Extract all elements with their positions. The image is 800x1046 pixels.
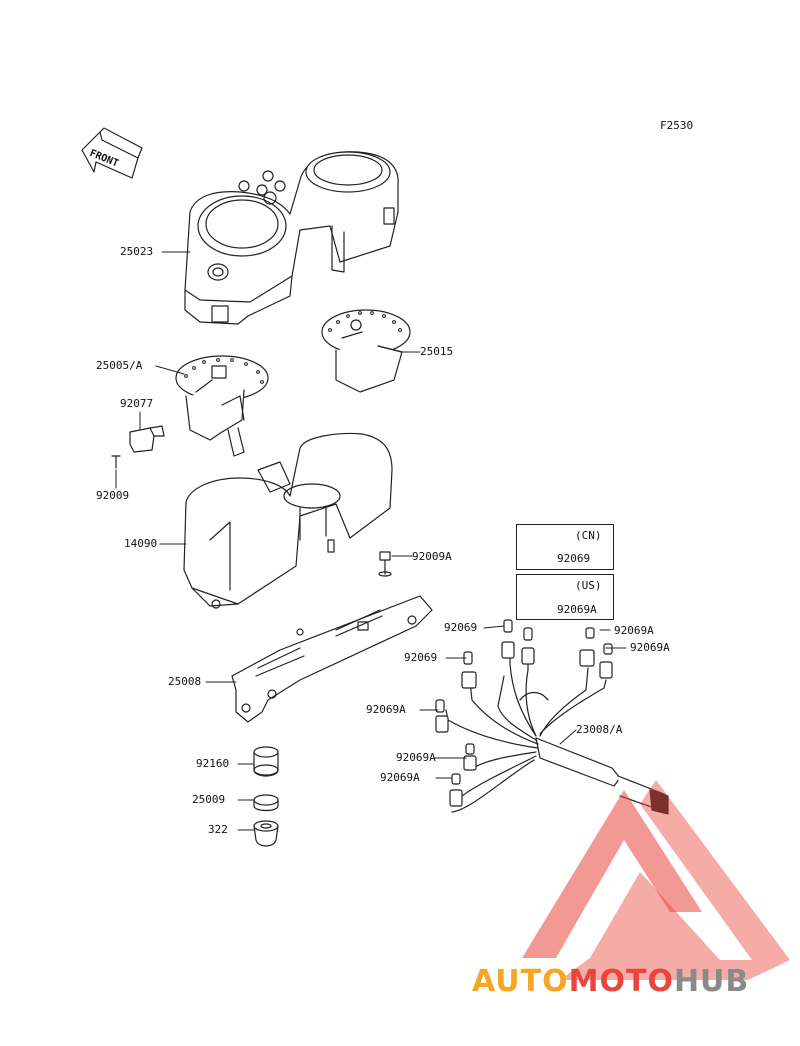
callout-14090: 14090 [124, 537, 158, 550]
callout-92009: 92009 [96, 489, 130, 502]
meter-cover-25023 [184, 151, 399, 325]
watermark-auto: AUTO [472, 964, 569, 999]
figure-id: F2530 [660, 119, 694, 132]
variant-box-cn: (CN) 92069 [516, 524, 614, 570]
watermark-moto: MOTO [568, 964, 674, 999]
callout-92160: 92160 [196, 757, 230, 770]
gear-92077 [129, 425, 165, 453]
callout-92069a-right: 92069A [630, 641, 670, 654]
screw-92009 [111, 455, 121, 469]
variant-part-cn: 92069 [557, 552, 591, 565]
callout-25009: 25009 [192, 793, 226, 806]
screw-92009a [378, 551, 392, 577]
meter-25005a [175, 355, 269, 457]
collar-322 [253, 820, 279, 847]
callout-23008a: 23008/A [576, 723, 623, 736]
variant-region-cn: (CN) [575, 529, 602, 542]
variant-region-us: (US) [575, 579, 602, 592]
callout-92069a-lower: 92069A [396, 751, 436, 764]
callout-25015: 25015 [420, 345, 454, 358]
washer-25009 [253, 794, 279, 812]
callout-92077: 92077 [120, 397, 154, 410]
grommet-92160 [253, 746, 279, 777]
meter-25015 [321, 309, 411, 393]
front-arrow-icon [81, 127, 143, 179]
triangle-logo-icon [522, 780, 790, 980]
callout-322: 322 [208, 823, 228, 836]
callout-92069a-left: 92069A [366, 703, 406, 716]
wiring-harness-23008a [435, 619, 669, 815]
callout-92009a: 92009A [412, 550, 452, 563]
callout-92069a-right-top: 92069A [614, 624, 654, 637]
callout-92069a-bottom: 92069A [380, 771, 420, 784]
callout-25005a: 25005/A [96, 359, 143, 372]
watermark-brand: AUTOMOTOHUB [472, 964, 749, 999]
meter-case-14090 [183, 432, 393, 609]
callout-92069-left: 92069 [404, 651, 438, 664]
callout-25023: 25023 [120, 245, 154, 258]
callout-25008: 25008 [168, 675, 202, 688]
bracket-25008 [231, 595, 433, 723]
variant-box-us: (US) 92069A [516, 574, 614, 620]
callout-92069-top: 92069 [444, 621, 478, 634]
watermark-hub: HUB [673, 964, 750, 999]
leader-lines [115, 251, 627, 831]
variant-part-us: 92069A [557, 603, 597, 616]
